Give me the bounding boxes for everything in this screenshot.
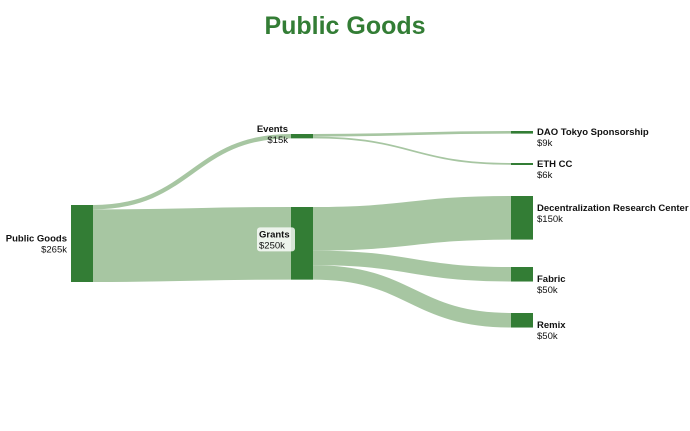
label-eth-cc: ETH CC$6k	[537, 159, 573, 181]
node-value-public-goods: $265k	[41, 245, 67, 256]
node-name-fabric: Fabric	[537, 274, 566, 285]
link-grants-to-fabric	[312, 250, 512, 282]
link-public-goods-to-events	[92, 133, 292, 210]
chart-title: Public Goods	[264, 12, 426, 40]
link-grants-to-drc	[312, 195, 512, 251]
link-grants-to-remix	[312, 265, 512, 328]
node-name-drc: Decentralization Research Center	[537, 203, 689, 214]
node-value-events: $15k	[267, 135, 288, 146]
node-name-events: Events	[257, 124, 288, 135]
label-events: Events$15k	[257, 124, 288, 146]
node-value-remix: $50k	[537, 331, 558, 342]
node-dao-tokyo	[511, 131, 533, 134]
label-dao-tokyo: DAO Tokyo Sponsorship$9k	[537, 127, 649, 149]
node-name-grants: Grants	[259, 229, 290, 240]
link-events-to-dao-tokyo	[312, 131, 512, 137]
node-name-dao-tokyo: DAO Tokyo Sponsorship	[537, 127, 649, 138]
node-value-grants: $250k	[259, 240, 285, 251]
node-fabric	[511, 267, 533, 282]
node-value-dao-tokyo: $9k	[537, 138, 553, 149]
node-name-eth-cc: ETH CC	[537, 159, 573, 170]
link-events-to-eth-cc	[312, 136, 512, 165]
label-drc: Decentralization Research Center$150k	[537, 203, 689, 225]
node-public-goods	[71, 205, 93, 282]
node-name-public-goods: Public Goods	[6, 234, 67, 245]
node-remix	[511, 313, 533, 328]
node-value-drc: $150k	[537, 214, 563, 225]
label-public-goods: Public Goods$265k	[6, 234, 67, 256]
node-value-eth-cc: $6k	[537, 170, 553, 181]
node-events	[291, 134, 313, 139]
node-name-remix: Remix	[537, 320, 566, 331]
sankey-nodes	[71, 131, 533, 328]
label-bg-grants	[257, 227, 295, 252]
label-grants: Grants$250k	[257, 227, 295, 252]
label-remix: Remix$50k	[537, 320, 566, 342]
node-drc	[511, 196, 533, 240]
node-eth-cc	[511, 163, 533, 165]
label-fabric: Fabric$50k	[537, 274, 566, 296]
node-grants	[291, 207, 313, 280]
node-value-fabric: $50k	[537, 285, 558, 296]
